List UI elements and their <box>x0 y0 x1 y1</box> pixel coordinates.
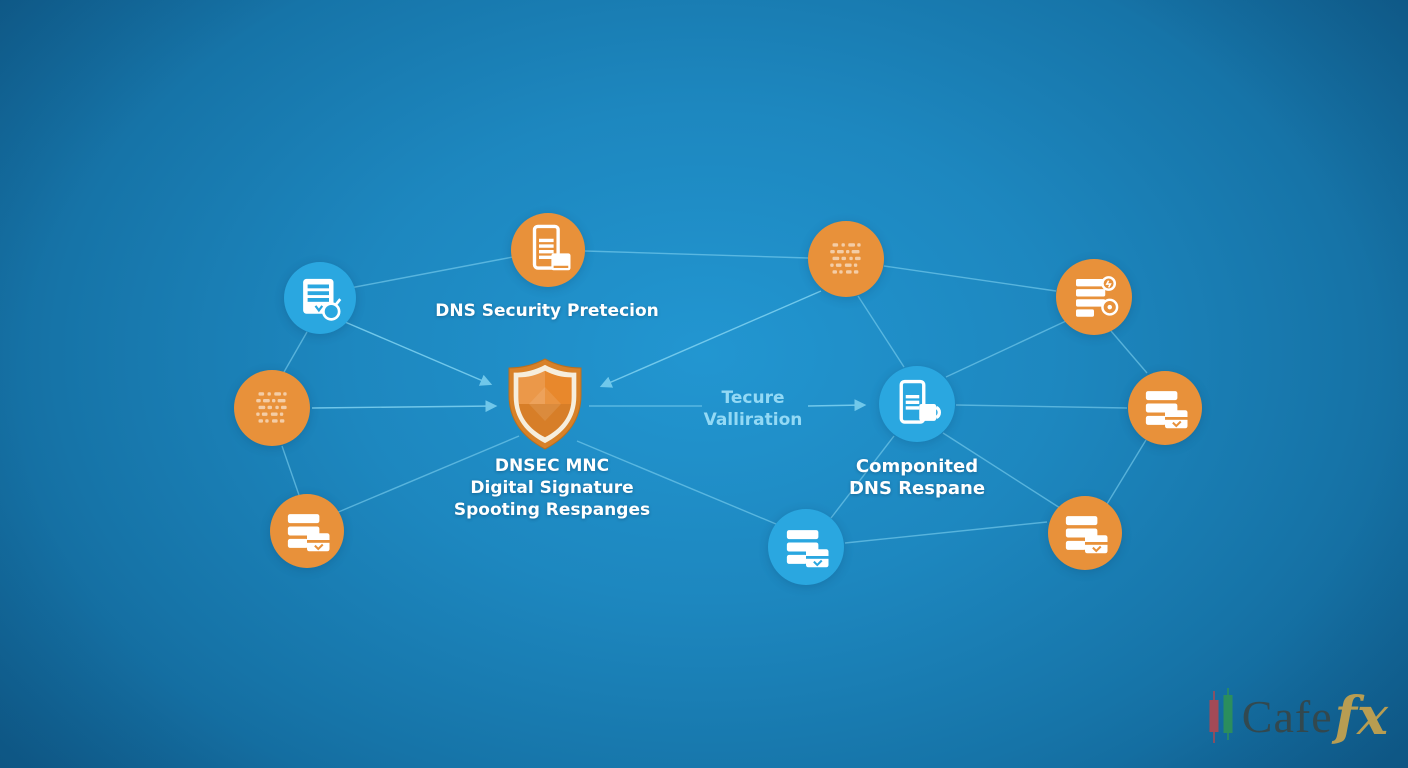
connector-arrow-line <box>311 400 498 413</box>
connector-line <box>830 435 895 519</box>
connector-line <box>283 331 308 373</box>
label-dnssec-signature: DNSEC MNC Digital Signature Spooting Res… <box>454 455 650 521</box>
server-bottom-center-node <box>768 509 844 585</box>
connector-line <box>844 521 1048 544</box>
server-right-bottom-node <box>1048 496 1122 570</box>
candlestick-icon <box>1209 688 1233 743</box>
connector-line <box>584 250 809 259</box>
connector-arrow-line <box>807 399 867 412</box>
connector-line <box>883 265 1057 292</box>
brand-text-cafe: Cafe <box>1241 691 1333 742</box>
server-bottom-left-node <box>270 494 344 568</box>
label-dns-security-protection: DNS Security Pretecion <box>435 301 659 321</box>
label-line: DNS Respane <box>848 478 986 499</box>
server-stack-card-icon <box>1058 506 1112 560</box>
connector-line <box>335 435 520 514</box>
cafefx-watermark-logo: Cafe fx <box>1206 688 1388 746</box>
brand-text-fx: fx <box>1334 686 1388 747</box>
connector-line <box>1110 330 1148 374</box>
shield-icon <box>505 357 585 452</box>
data-top-right-node <box>808 221 884 297</box>
connector-line <box>942 432 1061 509</box>
server-right-top-node <box>1056 259 1132 335</box>
connector-line <box>576 440 777 525</box>
data-left-node <box>234 370 310 446</box>
server-stack-card-icon <box>280 504 334 558</box>
dot-matrix-icon <box>819 232 873 286</box>
label-compromised-dns-response: Componited DNS Respane <box>849 456 985 500</box>
connector-arrow-line <box>344 321 493 386</box>
server-stack-card-icon <box>779 520 833 574</box>
server-solid-stamp-icon <box>293 271 347 325</box>
server-right-node <box>1128 371 1202 445</box>
connector-line <box>1106 439 1147 505</box>
resolver-node <box>879 366 955 442</box>
label-line: Spooting Respanges <box>453 500 651 520</box>
label-secure-validation: Tecure Valliration <box>704 387 803 431</box>
client-left-node <box>284 262 356 334</box>
glass-cup-icon <box>890 377 944 431</box>
label-line: DNSEC MNC <box>494 456 610 476</box>
label-line: Componited <box>855 456 979 477</box>
label-line: Valliration <box>703 410 803 430</box>
server-stack-badges-icon <box>1067 270 1121 324</box>
dot-matrix-icon <box>245 381 299 435</box>
connector-line <box>281 445 300 496</box>
connector-line <box>349 256 514 289</box>
glass-doc-icon <box>521 223 575 277</box>
label-line: Tecure <box>721 388 785 408</box>
connector-line <box>857 295 905 368</box>
server-stack-card-icon <box>1138 381 1192 435</box>
connector-line <box>945 320 1067 378</box>
label-line: DNS Security Pretecion <box>435 301 659 321</box>
label-line: Digital Signature <box>470 478 634 498</box>
connector-line <box>955 404 1128 409</box>
connector-arrow-line <box>599 290 822 388</box>
dns-protection-node <box>511 213 585 287</box>
